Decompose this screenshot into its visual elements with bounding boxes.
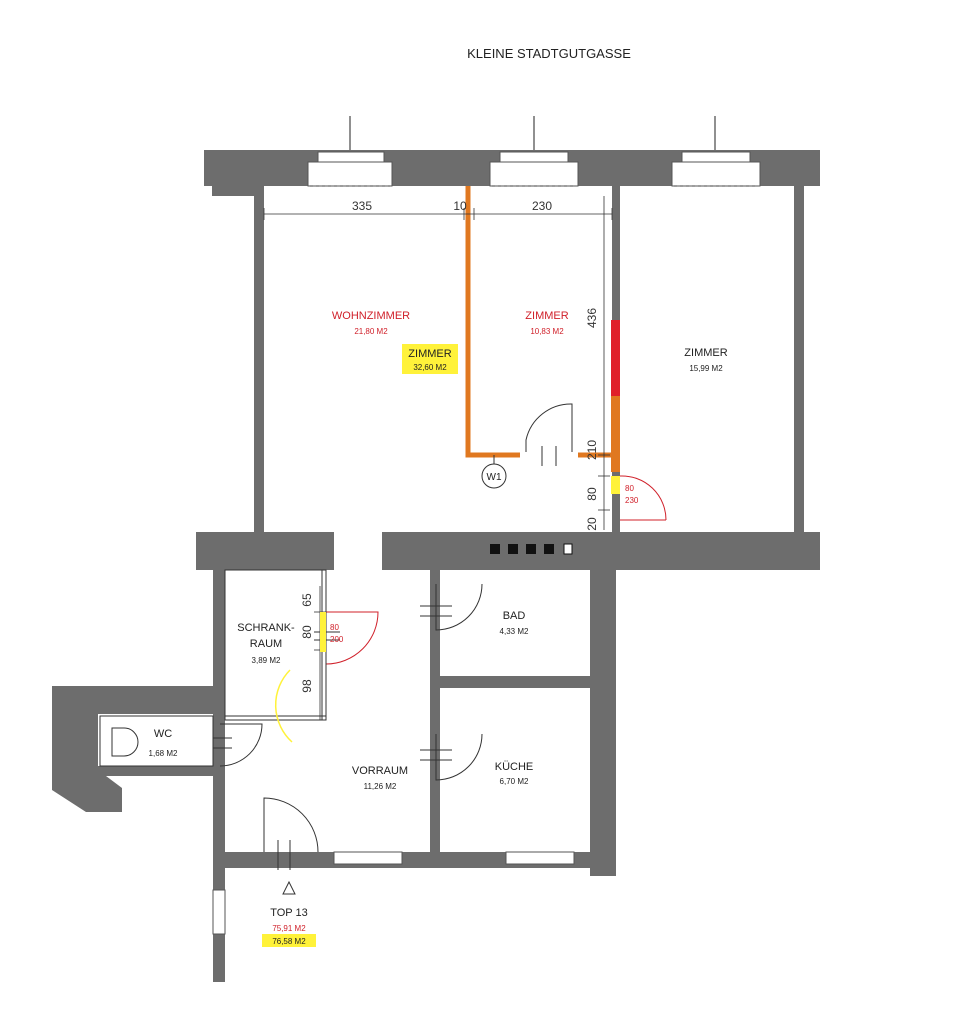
walls: [52, 150, 820, 982]
entrance-triangle-icon: [282, 880, 296, 895]
vorraum-area: 11,26 M2: [364, 782, 397, 791]
dimension-lines: [263, 196, 613, 720]
door-tag-1-height: 230: [625, 496, 639, 505]
zimmer-combined-area: 32,60 M2: [413, 363, 447, 372]
w1-label: W1: [487, 472, 502, 483]
door-highlight: [611, 476, 620, 494]
dim-80-vertical: 80: [585, 487, 599, 501]
vorraum-name: VORRAUM: [352, 765, 408, 777]
dim-210: 210: [585, 440, 599, 460]
window-markers: [349, 116, 716, 152]
new-wall-segment: [611, 396, 620, 472]
windows: [307, 151, 761, 187]
zimmer-right-area: 15,99 M2: [689, 364, 723, 373]
unit-area-highlight: [262, 934, 316, 947]
dim-20: 20: [585, 517, 599, 531]
zimmer-right-name: ZIMMER: [684, 347, 727, 359]
zimmer-combined-name: ZIMMER: [408, 348, 451, 360]
door-tag-2-height: 200: [330, 635, 344, 644]
kueche-area: 6,70 M2: [500, 777, 529, 786]
wc-name: WC: [154, 728, 172, 740]
zimmer-small-name: ZIMMER: [525, 310, 568, 322]
wohnzimmer-area: 21,80 M2: [354, 327, 388, 336]
zimmer-small-area: 10,83 M2: [530, 327, 564, 336]
zimmer-combined-highlight: [402, 344, 458, 374]
unit-area-old: 75,91 M2: [272, 924, 306, 933]
dim-436: 436: [585, 308, 599, 328]
dim-80-schrank: 80: [300, 625, 314, 639]
ventilation-shafts: [490, 543, 573, 555]
unit-name: TOP 13: [270, 907, 308, 919]
unit-area-new: 76,58 M2: [272, 937, 306, 946]
wc-area: 1,68 M2: [149, 749, 178, 758]
schrankraum-name-1: SCHRANK-: [237, 622, 295, 634]
bottom-windows: [212, 851, 575, 935]
demolish-segment: [611, 320, 620, 396]
toilet-icon: [99, 715, 214, 767]
dim-230: 230: [532, 199, 552, 213]
dim-335: 335: [352, 199, 372, 213]
door-tag-1-width: 80: [625, 484, 634, 493]
schrankraum-name-2: RAUM: [250, 638, 282, 650]
wohnzimmer-name: WOHNZIMMER: [332, 310, 410, 322]
dim-65: 65: [300, 593, 314, 607]
dim-98: 98: [300, 679, 314, 693]
kueche-name: KÜCHE: [495, 761, 534, 773]
bad-name: BAD: [503, 610, 526, 622]
schrankraum-area: 3,89 M2: [252, 656, 281, 665]
door-tag-2-width: 80: [330, 623, 339, 632]
street-name: KLEINE STADTGUTGASSE: [467, 46, 631, 61]
doors: [206, 403, 667, 870]
schrank-door-highlight: [320, 612, 326, 652]
bad-area: 4,33 M2: [500, 627, 529, 636]
old-door-swing: [274, 669, 293, 743]
dim-10: 10: [453, 199, 467, 213]
